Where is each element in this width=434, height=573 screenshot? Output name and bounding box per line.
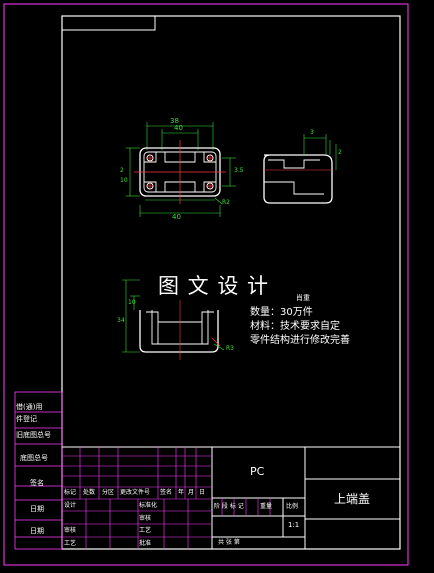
- dim-side-d2: 2: [338, 149, 342, 156]
- label-old-drawing: 旧底图总号: [16, 431, 51, 439]
- sign-design: 设计: [64, 502, 77, 509]
- label-part-reg: 件登记: [16, 415, 37, 423]
- part-name: 上端盖: [334, 492, 371, 506]
- dim-right-h: 3.5: [234, 167, 244, 174]
- scale-value: 1:1: [288, 521, 300, 529]
- code-tab: [62, 16, 156, 31]
- note-line-1: 数量：30万件: [250, 307, 313, 318]
- rev-zone: 分区: [102, 489, 115, 496]
- note-line-2: 材料：技术要求自定: [250, 321, 340, 332]
- top-view: [126, 122, 236, 217]
- note-line-3: 零件结构进行修改完善: [250, 335, 350, 346]
- dim-top-width2: 40: [174, 124, 183, 132]
- dim-sec-h2: 34: [117, 317, 125, 324]
- dim-sec-h1: 10: [128, 299, 136, 306]
- sheet-row: 共 张 第: [218, 539, 240, 546]
- section-view: [122, 279, 225, 360]
- title-block-grid: [62, 446, 400, 549]
- scale-label: 比例: [286, 503, 299, 510]
- rev-year: 年: [178, 489, 185, 496]
- label-base-drawing: 底图总号: [20, 454, 48, 462]
- dim-top-total: 40: [172, 213, 181, 221]
- rev-sign: 签名: [160, 489, 173, 496]
- side-view: [263, 134, 337, 204]
- rev-day: 日: [199, 489, 206, 496]
- stage-row: 阶 段 标 记: [214, 503, 244, 510]
- weight-label: 重量: [260, 503, 273, 510]
- rev-mark: 标记: [64, 489, 77, 496]
- sign-review: 审核: [139, 515, 152, 522]
- revision-grid: [62, 447, 271, 549]
- dim-side-d1: 3: [310, 129, 314, 136]
- sign-process-2: 工艺: [139, 527, 152, 534]
- inner-border: [61, 15, 401, 550]
- sign-check: 审核: [64, 527, 77, 534]
- rev-count: 处数: [83, 489, 96, 496]
- outer-border: [3, 3, 409, 566]
- watermark-text: 图 文 设 计: [158, 274, 270, 298]
- dim-left-h2: 10: [120, 177, 128, 184]
- dim-radius2: R3: [226, 345, 234, 352]
- sign-approve: 批准: [139, 540, 152, 547]
- dim-radius1: R2: [222, 199, 230, 206]
- label-date-1: 日期: [30, 505, 44, 513]
- label-sign: 签名: [30, 479, 44, 487]
- label-date-2: 日期: [30, 527, 44, 535]
- note-fragment: 肖重: [296, 294, 310, 302]
- rev-file: 更改文件号: [120, 489, 151, 496]
- sign-process: 工艺: [64, 540, 77, 547]
- dim-top-width1: 38: [170, 117, 179, 125]
- material-text: PC: [250, 465, 265, 478]
- label-borrow: 借(通)用: [16, 403, 43, 411]
- left-binding-table: [14, 391, 63, 550]
- sign-standard: 标准化: [139, 502, 158, 509]
- dim-left-h1: 2: [120, 167, 124, 174]
- rev-month: 月: [188, 489, 195, 496]
